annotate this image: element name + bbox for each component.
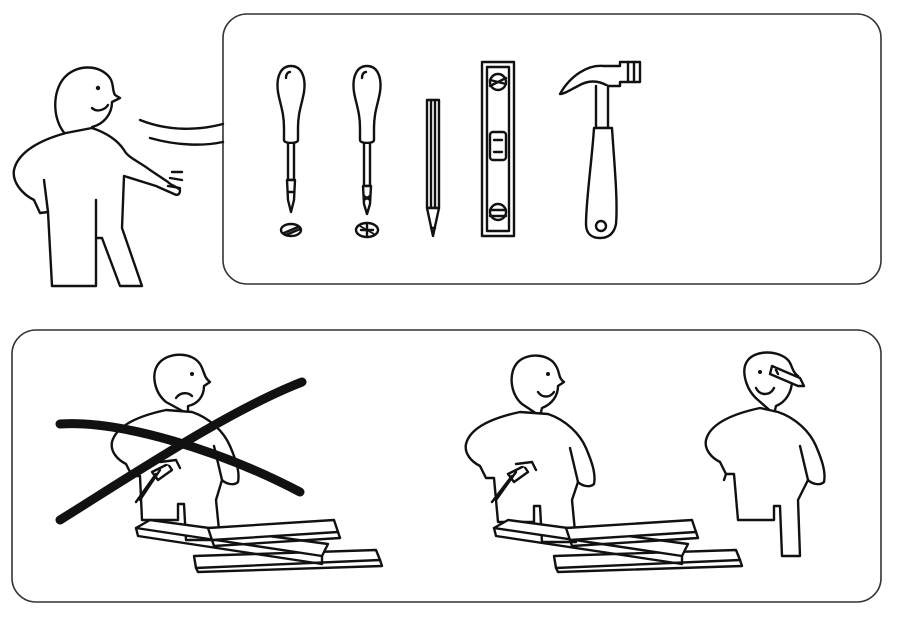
phillips-screw-head-icon: [354, 221, 380, 239]
pencil-icon: [425, 98, 441, 238]
wooden-boards-icon: [134, 518, 384, 574]
spirit-level-icon: [480, 60, 516, 238]
cross-out-icon: [55, 377, 307, 525]
person-pointing-icon: [12, 66, 225, 288]
wrong-way-scene: [55, 353, 384, 574]
flathead-screwdriver-icon: [276, 64, 306, 214]
tools-panel-frame: [222, 13, 882, 285]
happy-person-with-hammer-icon: [464, 354, 596, 544]
sad-person-alone-icon: [110, 353, 240, 542]
wooden-boards-icon: [492, 518, 744, 574]
phillips-screwdriver-icon: [352, 64, 382, 216]
claw-hammer-icon: [558, 60, 642, 240]
happy-person-with-pencil-icon: [704, 351, 826, 558]
slotted-screw-head-icon: [279, 222, 303, 238]
right-way-scene: [464, 351, 826, 574]
